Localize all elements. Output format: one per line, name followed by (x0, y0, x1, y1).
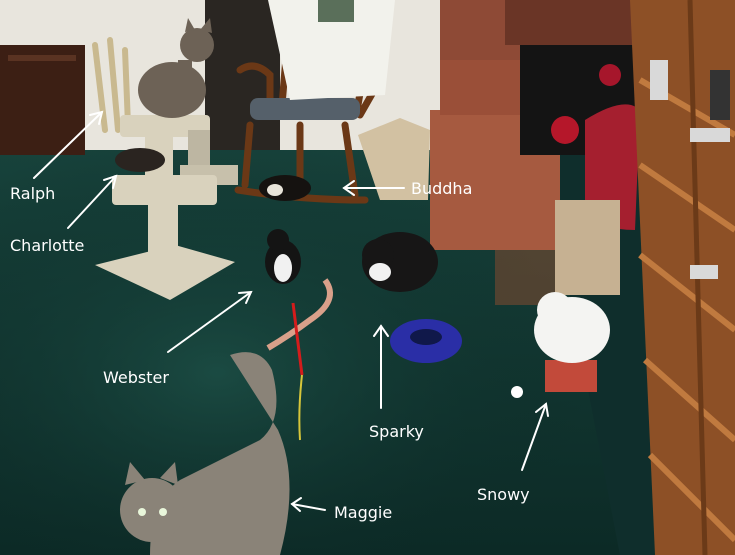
label-buddha: Buddha (411, 179, 473, 198)
label-snowy: Snowy (477, 485, 530, 504)
cardboard-box (358, 118, 430, 200)
yellow-string (298, 374, 303, 441)
snowy-box (545, 360, 597, 392)
label-webster: Webster (103, 368, 169, 387)
label-charlotte: Charlotte (10, 236, 85, 255)
label-sparky: Sparky (369, 422, 424, 441)
brick-fireplace (430, 0, 655, 250)
sparky-cat (362, 232, 438, 292)
annotation-arrows (33, 110, 549, 512)
bamboo-sticks (92, 37, 131, 133)
maggie-cat (120, 352, 290, 555)
bookshelf (630, 0, 735, 555)
rope-toy (266, 278, 333, 351)
label-ralph: Ralph (10, 184, 56, 203)
charlotte-cat (115, 148, 165, 172)
white-ball (511, 386, 523, 398)
ralph-cat (138, 18, 214, 118)
red-pillow (585, 104, 640, 230)
label-maggie: Maggie (334, 503, 393, 522)
cat-tree (95, 115, 238, 300)
left-cabinet (0, 45, 85, 155)
buddha-cat (259, 175, 311, 201)
blue-ring-toy (390, 319, 462, 363)
red-wand (291, 302, 304, 376)
small-box-right (555, 200, 620, 295)
chair-cushion (250, 98, 360, 120)
webster-cat (265, 229, 301, 284)
snowy-cat (534, 292, 610, 363)
white-shirt (268, 0, 395, 100)
